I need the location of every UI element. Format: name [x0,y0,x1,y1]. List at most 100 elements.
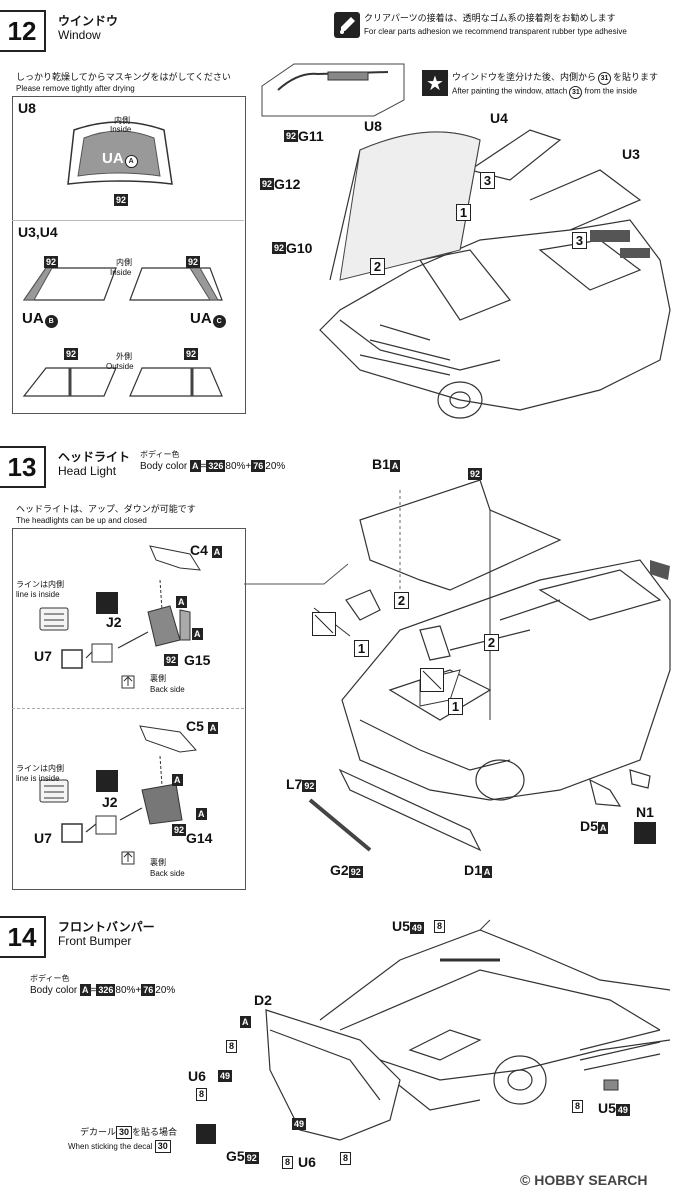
paint-note-en: After painting the window, attach 31 fro… [452,86,637,99]
back-side-en-2: Back side [150,869,185,878]
u3u4-detail-label: U3,U4 [18,224,58,240]
u6-label-2: U6 [298,1154,316,1170]
u5-8-tag-top: 8 [434,920,446,933]
step13-car-drawing [308,479,671,852]
step-14-title-jp: フロントバンパー [58,920,155,934]
u3u4-inside-jp: 内側 [116,258,132,267]
mask-note-jp: しっかり乾燥してからマスキングをはがしてください [16,72,231,82]
u7-label-1: U7 [34,648,52,664]
step-12-number: 12 [0,10,46,52]
u3-outside-drawing [129,367,223,397]
step13-seq-1a: 1 [354,640,369,657]
step12-seq-2: 2 [370,258,385,275]
no-cement-icon-2 [420,668,444,692]
a-tag-1: A [176,596,187,608]
step14-car-drawing [265,919,671,1141]
u8-part-label: U8 [364,118,382,134]
a-tag-2: A [192,628,203,640]
g10-label: G10 [286,240,313,256]
u3-inside-drawing [129,267,223,301]
decal-icon [196,1124,216,1144]
u6-8-tag-1: 8 [196,1088,208,1101]
outside-en: Outside [106,362,134,371]
headlight-note-jp: ヘッドライトは、アップ、ダウンが可能です [16,504,196,514]
g14-label: G14 [186,830,213,846]
u3-part-label: U3 [622,146,640,162]
step12-seq-3b: 3 [572,232,587,249]
n1-label: N1 [636,804,654,820]
line-inside-jp-2: ラインは内側 [16,764,64,773]
step14-color-jp: ボディー色 [30,974,70,983]
g12-label: G12 [274,176,301,192]
g15-label: G15 [184,652,211,668]
headlight-up-drawing [39,545,201,689]
step-14-number: 14 [0,916,46,958]
j2-label-2: J2 [102,794,118,810]
u6-49-tag-2: 49 [292,1118,307,1130]
u6-label-1: U6 [188,1068,206,1084]
u7-label-2: U7 [34,830,52,846]
step13-seq-2b: 2 [484,634,499,651]
glue-tip-icon [334,12,360,38]
c5-label: C5 A [186,718,219,734]
step-13-number: 13 [0,446,46,488]
u4-inside-drawing [22,267,117,301]
step-12-title-en: Window [58,28,101,42]
u8-inside-jp: 内側 [114,116,130,125]
u8-windshield-drawing [67,121,173,185]
u8-92-tag: 92 [114,194,129,206]
g14-92-tag: 92 [172,824,187,836]
glue-tip-jp: クリアパーツの接着は、透明なゴム系の接着剤をお勧めします [364,13,616,23]
watermark: © HOBBY SEARCH [520,1172,648,1188]
detail-callout-line [244,563,349,585]
headlight-detail-box [12,528,246,890]
u8-inside-en: Inside [110,125,132,134]
cement-icon-3 [634,822,656,844]
detail-divider [12,220,244,221]
bumper-8-tag: 8 [340,1152,352,1165]
step-13-title-en: Head Light [58,464,117,478]
line-inside-en-1: line is inside [16,590,60,599]
g11-label: G11 [298,128,324,144]
u4-part-label: U4 [490,110,508,126]
step13-seq-1b: 1 [448,698,463,715]
d2-8-tag: 8 [226,1040,238,1053]
c4-label: C4 A [190,542,223,558]
step-14-title-en: Front Bumper [58,934,132,948]
g11-92-tag: 92 [284,130,299,142]
g15-92-tag: 92 [164,654,179,666]
cement-icon-1 [96,592,118,614]
step-13-title-jp: ヘッドライト [58,450,131,464]
decal-note-en: When sticking the decal 30 [68,1140,171,1153]
glue-tip-en: For clear parts adhesion we recommend tr… [364,27,627,36]
g10-92-tag: 92 [272,242,287,254]
u3u4-inside-en: Inside [110,268,132,277]
step12-seq-1: 1 [456,204,471,221]
outside-jp: 外側 [116,352,132,361]
u4-out-92-tag: 92 [64,348,79,360]
step13-color-jp: ボディー色 [140,450,180,459]
headlight-divider [12,708,244,709]
u6-49-tag-1: 49 [218,1070,233,1082]
decal-star-icon: ★ [422,70,448,96]
step12-car-drawing [319,129,671,419]
back-side-jp-2: 裏側 [150,858,166,867]
line-inside-en-2: line is inside [16,774,60,783]
u4-outside-drawing [22,367,117,397]
u3-92-tag: 92 [186,256,201,268]
wiper-inset [261,63,405,117]
step12-seq-3a: 3 [480,172,495,189]
